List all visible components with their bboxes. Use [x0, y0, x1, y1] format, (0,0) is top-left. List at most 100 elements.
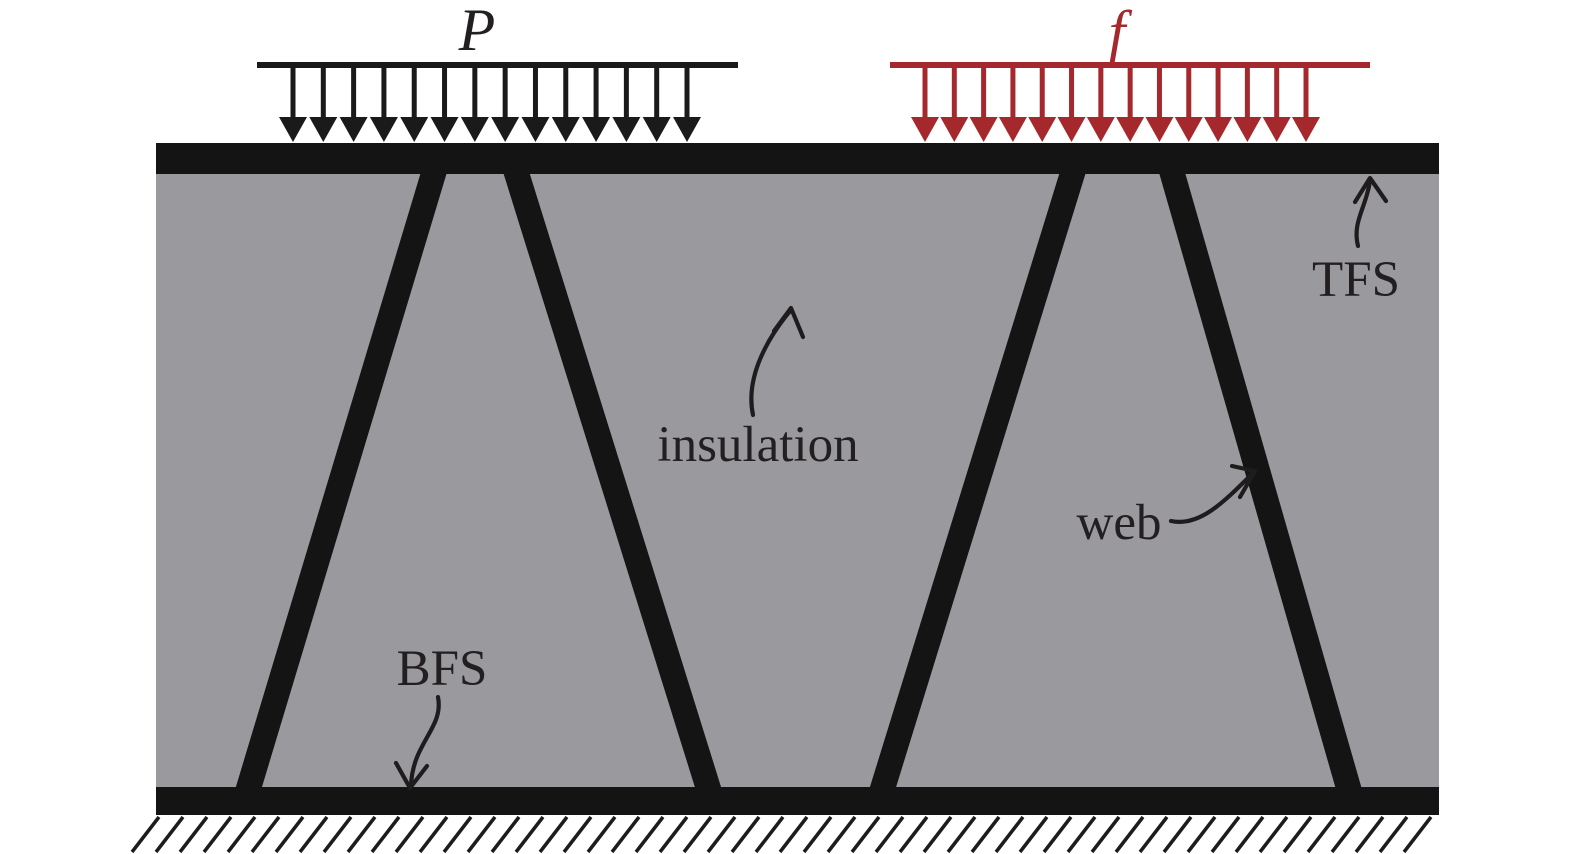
bfs-leader-arrow	[393, 694, 441, 791]
hatch-tick	[538, 815, 569, 854]
hatch-tick	[154, 815, 185, 854]
ground-hatching	[130, 815, 1433, 854]
hatch-tick	[130, 815, 161, 854]
leader-arrows	[393, 175, 1389, 791]
hatch-tick	[802, 815, 833, 854]
load-p-arrow-head	[642, 117, 671, 142]
hatch-tick	[850, 815, 881, 854]
hatch-tick	[490, 815, 521, 854]
hatch-tick	[946, 815, 977, 854]
load-f-arrow-head	[1262, 117, 1291, 142]
load-f-arrow-head	[1174, 117, 1203, 142]
load-f-arrow-head	[1057, 117, 1086, 142]
bfs-label: BFS	[397, 641, 488, 697]
hatch-tick	[898, 815, 929, 854]
insulation-core	[156, 160, 1439, 790]
hatch-tick	[226, 815, 257, 854]
load-p-arrow-head	[400, 117, 429, 142]
web-leader-arrow	[1168, 463, 1258, 525]
load-p-label: P	[458, 0, 496, 63]
load-f-distributed-arrows	[890, 62, 1370, 142]
hatch-tick	[970, 815, 1001, 854]
load-f-arrow-head	[1028, 117, 1057, 142]
hatch-tick	[1282, 815, 1313, 854]
load-p-distributed-arrows	[257, 62, 738, 142]
hatch-tick	[610, 815, 641, 854]
hatch-tick	[322, 815, 353, 854]
insulation-leader-arrow	[749, 305, 806, 418]
hatch-tick	[730, 815, 761, 854]
hatch-tick	[298, 815, 329, 854]
hatch-tick	[202, 815, 233, 854]
hatch-tick	[1114, 815, 1145, 854]
hatch-tick	[1258, 815, 1289, 854]
hatch-tick	[1210, 815, 1241, 854]
load-f-arrow-head	[911, 117, 939, 142]
hatch-tick	[1402, 815, 1433, 854]
load-p-arrow-head	[279, 117, 307, 142]
hatch-tick	[1378, 815, 1409, 854]
web-member-3	[867, 158, 1088, 804]
tfs-leader-arrow	[1352, 175, 1389, 249]
load-p-arrow-head	[673, 117, 701, 142]
top-face-sheet	[156, 143, 1439, 174]
hatch-tick	[682, 815, 713, 854]
load-p-arrow-head	[430, 117, 459, 142]
hatch-tick	[634, 815, 665, 854]
load-p-arrow-head	[612, 117, 641, 142]
hatch-tick	[466, 815, 497, 854]
load-p-arrow-head	[309, 117, 338, 142]
load-p-arrow-head	[460, 117, 489, 142]
hatch-tick	[274, 815, 305, 854]
load-p-arrow-head	[551, 117, 580, 142]
load-f-arrow-head	[1292, 117, 1320, 142]
hatch-tick	[826, 815, 857, 854]
load-f-arrow-head	[998, 117, 1027, 142]
hatch-tick	[1042, 815, 1073, 854]
hatch-tick	[1138, 815, 1169, 854]
load-f-arrow-head	[1116, 117, 1145, 142]
hatch-tick	[250, 815, 281, 854]
web-member-2	[501, 158, 724, 804]
load-f-arrow-head	[1233, 117, 1262, 142]
hatch-tick	[994, 815, 1025, 854]
bottom-face-sheet	[156, 787, 1439, 815]
web-member-4	[1156, 158, 1365, 804]
hatch-tick	[514, 815, 545, 854]
hatch-tick	[658, 815, 689, 854]
load-f-label: f	[1109, 0, 1133, 65]
hatch-tick	[1090, 815, 1121, 854]
hatch-tick	[874, 815, 905, 854]
web-members	[233, 158, 1365, 804]
hatch-tick	[1162, 815, 1193, 854]
hatch-tick	[922, 815, 953, 854]
load-f-arrow-head	[1145, 117, 1174, 142]
hatch-tick	[1234, 815, 1265, 854]
hatch-tick	[418, 815, 449, 854]
load-f-arrow-head	[1204, 117, 1233, 142]
hatch-tick	[1066, 815, 1097, 854]
load-f-arrow-head	[1086, 117, 1115, 142]
hatch-tick	[1354, 815, 1385, 854]
load-p-arrow-head	[521, 117, 550, 142]
hatch-tick	[1330, 815, 1361, 854]
hatch-tick	[706, 815, 737, 854]
load-p-arrow-head	[339, 117, 368, 142]
hatch-tick	[346, 815, 377, 854]
hatch-tick	[754, 815, 785, 854]
web-member-1	[233, 158, 449, 804]
hatch-tick	[778, 815, 809, 854]
load-p-arrow-head	[491, 117, 520, 142]
load-p-arrow-head	[369, 117, 398, 142]
hatch-tick	[1018, 815, 1049, 854]
load-f-arrow-head	[940, 117, 969, 142]
hatch-tick	[1186, 815, 1217, 854]
hatch-tick	[178, 815, 209, 854]
web-label: web	[1077, 495, 1162, 551]
hatch-tick	[586, 815, 617, 854]
load-p-arrow-head	[582, 117, 611, 142]
tfs-label: TFS	[1312, 252, 1400, 308]
hatch-tick	[1306, 815, 1337, 854]
